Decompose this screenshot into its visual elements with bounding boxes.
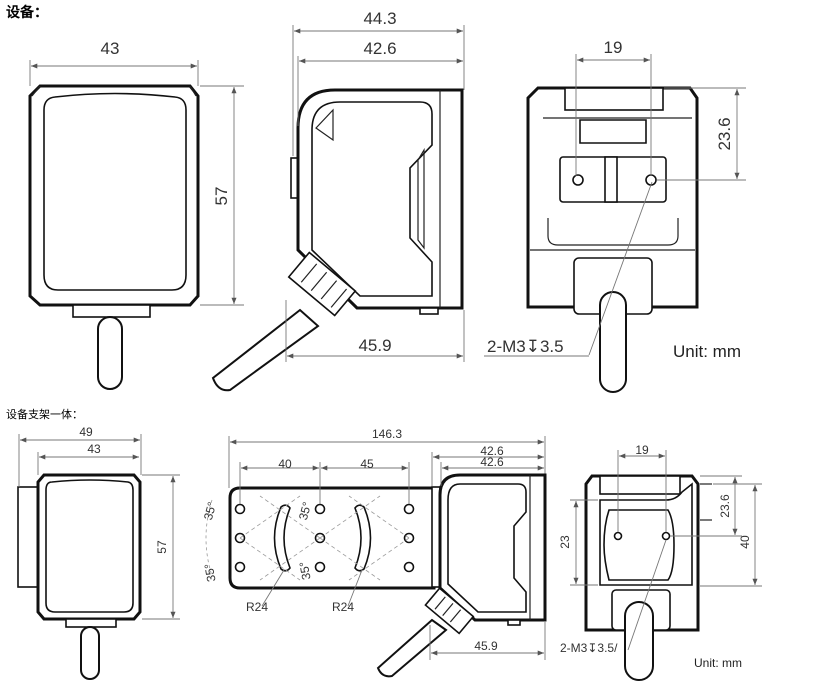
angle-label-2: 35° (202, 562, 219, 583)
thread-callout: 2-M3↧3.5 (484, 181, 653, 357)
assembly-back-height-a: 23.6 (670, 475, 742, 537)
assembly-depth-top-label: 42.6 (480, 444, 504, 458)
assembly-height-label: 57 (155, 540, 169, 554)
assembly-front-width-outer: 49 (18, 425, 142, 487)
unit-label: Unit: mm (673, 342, 741, 361)
bracket-spacing-right-label: 45 (360, 457, 374, 471)
device-front-view (28, 84, 200, 390)
assembly-back-height-b-label: 23 (558, 535, 572, 549)
bracket-angle-labels: 35° 35° 35° 35° (201, 500, 314, 583)
assembly-side-depth-second: 42.6 (440, 455, 544, 486)
assembly-side-bottom: 45.9 (429, 622, 546, 660)
back-height-label: 23.6 (715, 117, 734, 150)
section2-title: 设备支架一体： (6, 407, 83, 421)
assembly-back-height-c-label: 40 (738, 535, 752, 549)
front-height-dimension: 57 (200, 85, 244, 306)
assembly-width-outer-label: 49 (79, 425, 93, 439)
front-width-dimension: 43 (29, 39, 199, 86)
assembly-bottom-label: 45.9 (474, 639, 498, 653)
assembly-side-depth-top: 42.6 (431, 444, 544, 486)
assembly-front-view (17, 473, 142, 680)
thread-callout-label: 2-M3↧3.5 (487, 337, 564, 356)
radius-label-1: R24 (246, 600, 268, 614)
section1-title: 设备： (6, 4, 48, 20)
bracket-overall-label: 146.3 (372, 427, 402, 441)
angle-label-3: 35° (296, 500, 314, 521)
bracket-overall-dimension: 146.3 (228, 427, 546, 488)
radius-label-2: R24 (332, 600, 354, 614)
back-spacing-dimension: 19 (575, 38, 652, 176)
assembly-front-height: 57 (142, 474, 180, 620)
bracket-spacing-dimension: 40 45 (239, 457, 410, 504)
side-bottom-dimension: 45.9 (285, 300, 465, 362)
device-side-view (211, 88, 464, 392)
assembly-unit-label: Unit: mm (694, 656, 742, 670)
assembly-thread-callout-label: 2-M3↧3.5/ (560, 641, 618, 655)
back-height-dimension: 23.6 (657, 87, 746, 181)
assembly-depth-second-label: 42.6 (480, 455, 504, 469)
assembly-side-view (376, 473, 547, 678)
assembly-back-spacing-label: 19 (635, 443, 649, 457)
side-bottom-label: 45.9 (358, 336, 391, 355)
side-overall-dimension: 44.3 (292, 9, 465, 156)
angle-label-1: 35° (201, 500, 219, 521)
front-width-label: 43 (101, 39, 120, 58)
front-height-label: 57 (212, 187, 231, 206)
bracket-plate (205, 486, 436, 590)
bracket-radius-callouts: R24 R24 (246, 569, 363, 614)
side-depth-dimension: 42.6 (297, 39, 463, 126)
assembly-back-height-c: 40 (700, 483, 762, 587)
assembly-width-inner-label: 43 (87, 442, 101, 456)
assembly-thread-callout: 2-M3↧3.5/ (560, 539, 667, 655)
assembly-back-height-a-label: 23.6 (718, 494, 732, 518)
assembly-back-spacing: 19 (617, 443, 667, 532)
angle-label-4: 35° (297, 560, 314, 581)
bracket-spacing-left-label: 40 (278, 457, 292, 471)
assembly-back-view (584, 474, 712, 681)
back-spacing-label: 19 (604, 38, 623, 57)
device-back-view (526, 86, 699, 393)
assembly-front-width-inner: 43 (37, 442, 139, 475)
side-overall-label: 44.3 (363, 9, 396, 28)
side-depth-label: 42.6 (363, 39, 396, 58)
assembly-back-height-b: 23 (558, 499, 598, 586)
